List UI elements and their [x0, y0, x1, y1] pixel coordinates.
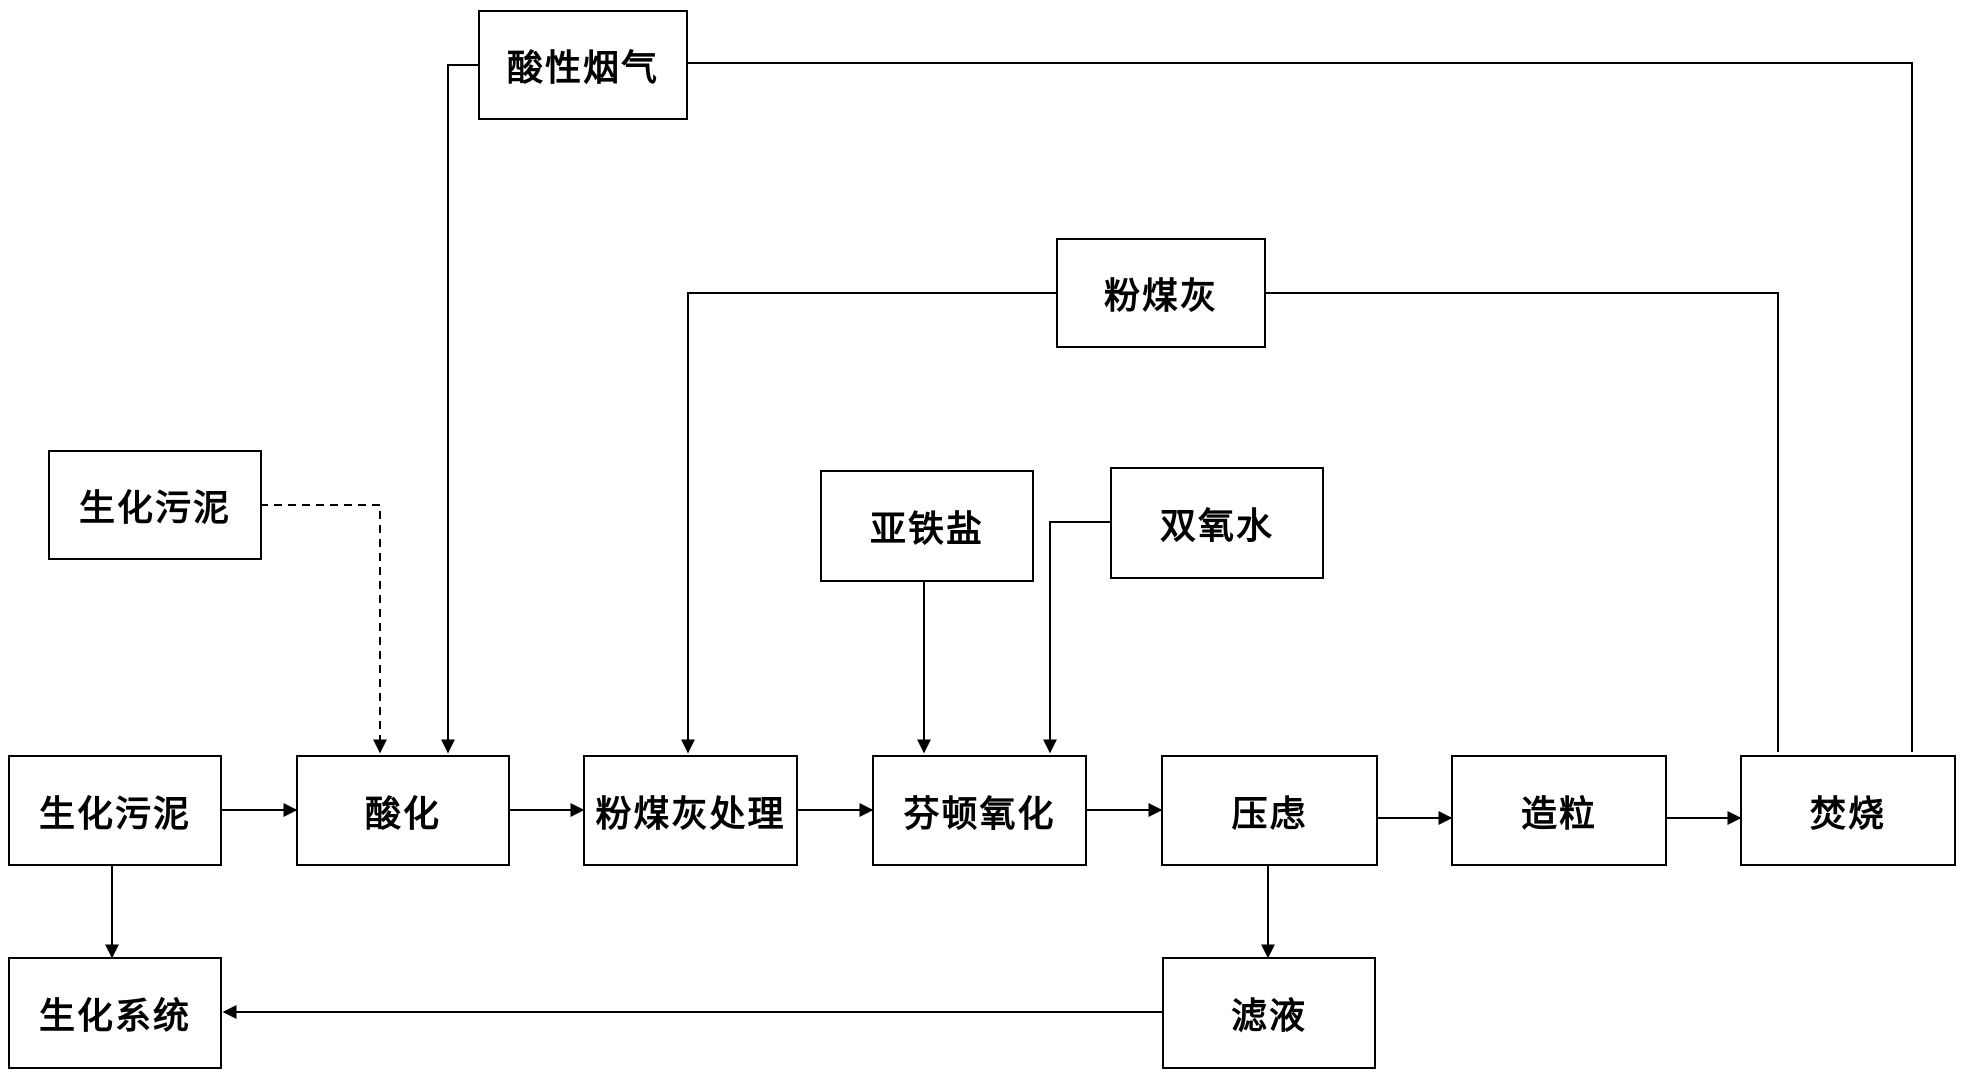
node-filtrate: 滤液: [1162, 957, 1376, 1069]
edge-acid-flue-gas-to-acidification: [441, 64, 478, 754]
node-granulation: 造粒: [1451, 755, 1667, 866]
node-hydrogen-peroxide: 双氧水: [1110, 467, 1324, 579]
node-acidification: 酸化: [296, 755, 510, 866]
node-press-filtration: 压虑: [1161, 755, 1378, 866]
edge-hydrogen-peroxide-to-fenton: [1043, 521, 1110, 754]
node-fly-ash-treatment: 粉煤灰处理: [583, 755, 798, 866]
node-fenton-oxidation: 芬顿氧化: [872, 755, 1087, 866]
edge-fly-ash-to-treatment: [681, 292, 1056, 754]
node-biochemical-system: 生化系统: [8, 957, 222, 1069]
node-fly-ash-source: 粉煤灰: [1056, 238, 1266, 348]
node-ferrous-salt: 亚铁盐: [820, 470, 1034, 582]
edge-incineration-to-acid-flue-gas: [686, 62, 1913, 752]
edge-sludge-aux-to-acidification: [260, 504, 387, 754]
node-sludge: 生化污泥: [8, 755, 222, 866]
node-acid-flue-gas: 酸性烟气: [478, 10, 688, 120]
node-sludge-aux: 生化污泥: [48, 450, 262, 560]
node-incineration: 焚烧: [1740, 755, 1956, 866]
edge-incineration-to-fly-ash: [1264, 292, 1779, 752]
